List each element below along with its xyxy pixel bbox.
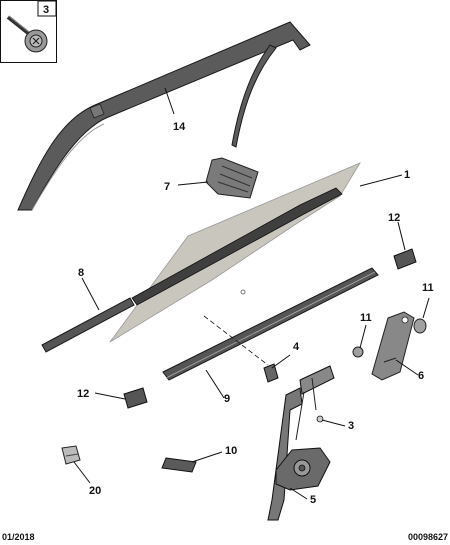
door-glass-part-1 — [109, 162, 361, 343]
inset-callout-label: 3 — [43, 4, 49, 16]
callout-7: 7 — [164, 181, 170, 193]
weatherstrip-part-9 — [162, 267, 379, 381]
callout-10: 10 — [225, 445, 237, 457]
callout-14: 14 — [173, 121, 186, 133]
callout-3: 3 — [348, 420, 354, 432]
callout-1: 1 — [404, 169, 410, 181]
callout-12-right: 12 — [388, 212, 400, 224]
cap-part-11-right — [413, 318, 427, 334]
window-seal-part-14 — [17, 21, 311, 211]
cap-part-11-left — [352, 346, 364, 358]
footer-date: 01/2018 — [2, 532, 35, 542]
pad-part-12-left — [123, 387, 148, 409]
screw-icon — [6, 15, 48, 53]
pad-part-10 — [161, 457, 197, 473]
callout-20: 20 — [89, 485, 101, 497]
callout-labels: 1 14 7 12 8 11 11 4 6 12 9 3 10 5 20 — [77, 121, 434, 506]
callout-8: 8 — [78, 267, 84, 279]
callout-6: 6 — [418, 370, 424, 382]
leader-lines — [73, 87, 430, 500]
callout-5: 5 — [310, 494, 316, 506]
clip-part-4 — [263, 363, 279, 383]
callout-12-left: 12 — [77, 388, 89, 400]
callout-9: 9 — [224, 393, 230, 405]
clip-part-7 — [205, 157, 259, 199]
footer-reference: 00098627 — [408, 532, 448, 542]
belt-seal-part-8 — [41, 297, 135, 353]
callout-4: 4 — [293, 341, 300, 353]
pad-part-12-right — [393, 248, 417, 270]
bracket-part-6 — [371, 311, 415, 381]
connector-part-20 — [61, 445, 81, 465]
callout-11-right: 11 — [422, 282, 434, 294]
callout-11-left: 11 — [360, 312, 372, 324]
window-regulator-part-5 — [267, 365, 335, 521]
inset-box: 3 — [0, 0, 57, 63]
